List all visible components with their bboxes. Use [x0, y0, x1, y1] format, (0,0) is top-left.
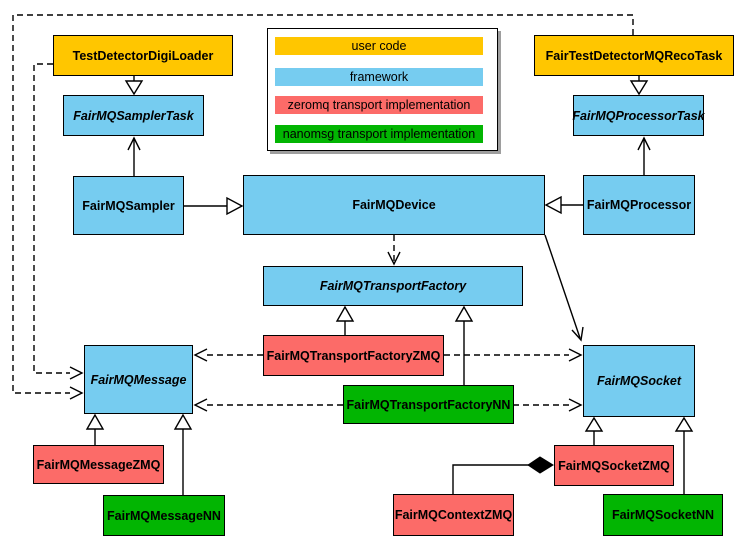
edge-dependency-factoryzmq-message: [193, 348, 263, 362]
node-fairmqsocketzmq: FairMQSocketZMQ: [554, 445, 674, 486]
node-fairmqsocketnn: FairMQSocketNN: [603, 494, 723, 536]
edge-composition-socketzmq-contextzmq: [452, 456, 554, 494]
node-fairmqdevice: FairMQDevice: [243, 175, 545, 235]
node-testdetectordigiloader: TestDetectorDigiLoader: [53, 35, 233, 76]
edge-dependency-factorynn-message: [193, 398, 343, 412]
node-fairmqprocessor: FairMQProcessor: [583, 175, 695, 235]
node-fairmqsamplertask: FairMQSamplerTask: [63, 95, 204, 136]
node-fairmqtransportfactory: FairMQTransportFactory: [263, 266, 523, 306]
legend-item-zeromq: zeromq transport implementation: [275, 96, 483, 114]
node-fairmqmessagenn: FairMQMessageNN: [103, 495, 225, 536]
edge-inheritance-recotask-processortask: [629, 76, 649, 96]
node-fairmqmessagezmq: FairMQMessageZMQ: [33, 445, 164, 484]
edge-inheritance-messagezmq-message: [85, 413, 105, 445]
edge-dependency-recotask-message: [12, 14, 634, 400]
edge-inheritance-socketnn-socket: [674, 416, 694, 494]
node-fairtestdetectormqrecotask: FairTestDetectorMQRecoTask: [534, 35, 734, 76]
legend-item-user-code: user code: [275, 37, 483, 55]
edge-dependency-digiloader-message: [33, 63, 84, 380]
node-fairmqprocessortask: FairMQProcessorTask: [572, 95, 705, 136]
edge-inheritance-messagenn-message: [173, 413, 193, 495]
edge-dependency-device-transportfactory: [387, 235, 401, 266]
edge-inheritance-processor-device: [544, 195, 583, 215]
node-fairmqsampler: FairMQSampler: [73, 176, 184, 235]
edge-association-sampler-samplertask: [127, 136, 141, 176]
node-fairmqtransportfactorynn: FairMQTransportFactoryNN: [343, 385, 514, 424]
edge-dependency-factorynn-socket: [513, 398, 583, 412]
legend-item-framework: framework: [275, 68, 483, 86]
edge-inheritance-factoryzmq-transportfactory: [335, 305, 355, 335]
edge-inheritance-digiloader-samplertask: [124, 76, 144, 96]
legend-box: user code framework zeromq transport imp…: [267, 28, 498, 151]
node-fairmqsocket: FairMQSocket: [583, 345, 695, 417]
node-fairmqmessage: FairMQMessage: [84, 345, 193, 414]
edge-dependency-factoryzmq-socket: [444, 348, 583, 362]
edge-association-processor-processortask: [637, 136, 651, 175]
edge-inheritance-sampler-device: [184, 196, 244, 216]
node-fairmqcontextzmq: FairMQContextZMQ: [393, 494, 514, 536]
node-fairmqtransportfactoryzmq: FairMQTransportFactoryZMQ: [263, 335, 444, 376]
edge-inheritance-factorynn-transportfactory: [454, 305, 474, 385]
edge-inheritance-socketzmq-socket: [584, 416, 604, 445]
edge-association-device-socket: [544, 234, 584, 342]
legend-item-nanomsg: nanomsg transport implementation: [275, 125, 483, 143]
